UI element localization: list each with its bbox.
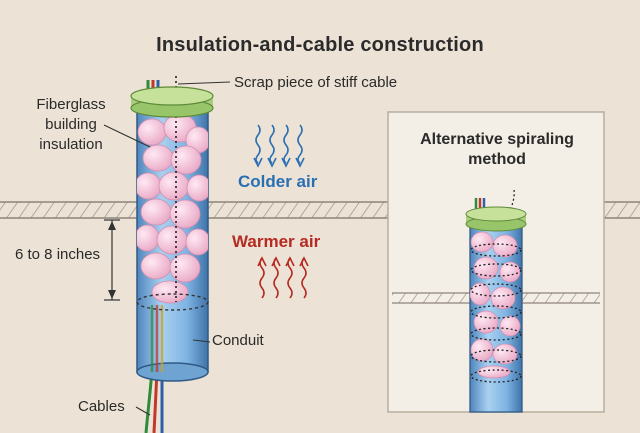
wavy-arrow-up-icon (257, 256, 309, 299)
label-warmer-air: Warmer air (232, 232, 321, 251)
diagram-title: Insulation-and-cable construction (156, 34, 484, 56)
leader-lines (103, 81, 231, 416)
insulation-bottom-edge (136, 293, 209, 311)
inset-title: Alternative spiraling method (420, 131, 574, 168)
fiberglass-insulation (137, 113, 208, 304)
alternative-inset-panel (387, 111, 605, 413)
cap (130, 86, 214, 118)
label-colder-air: Colder air (238, 172, 318, 191)
label-dimension: 6 to 8 inches (15, 246, 101, 263)
dimension-marker (104, 219, 120, 301)
label-fiberglass: Fiberglass building insulation (36, 96, 106, 153)
label-scrap-cable: Scrap piece of stiff cable (234, 74, 398, 91)
label-conduit: Conduit (212, 332, 264, 349)
wavy-arrow-down-icon (253, 124, 305, 168)
label-cables: Cables (78, 398, 125, 415)
